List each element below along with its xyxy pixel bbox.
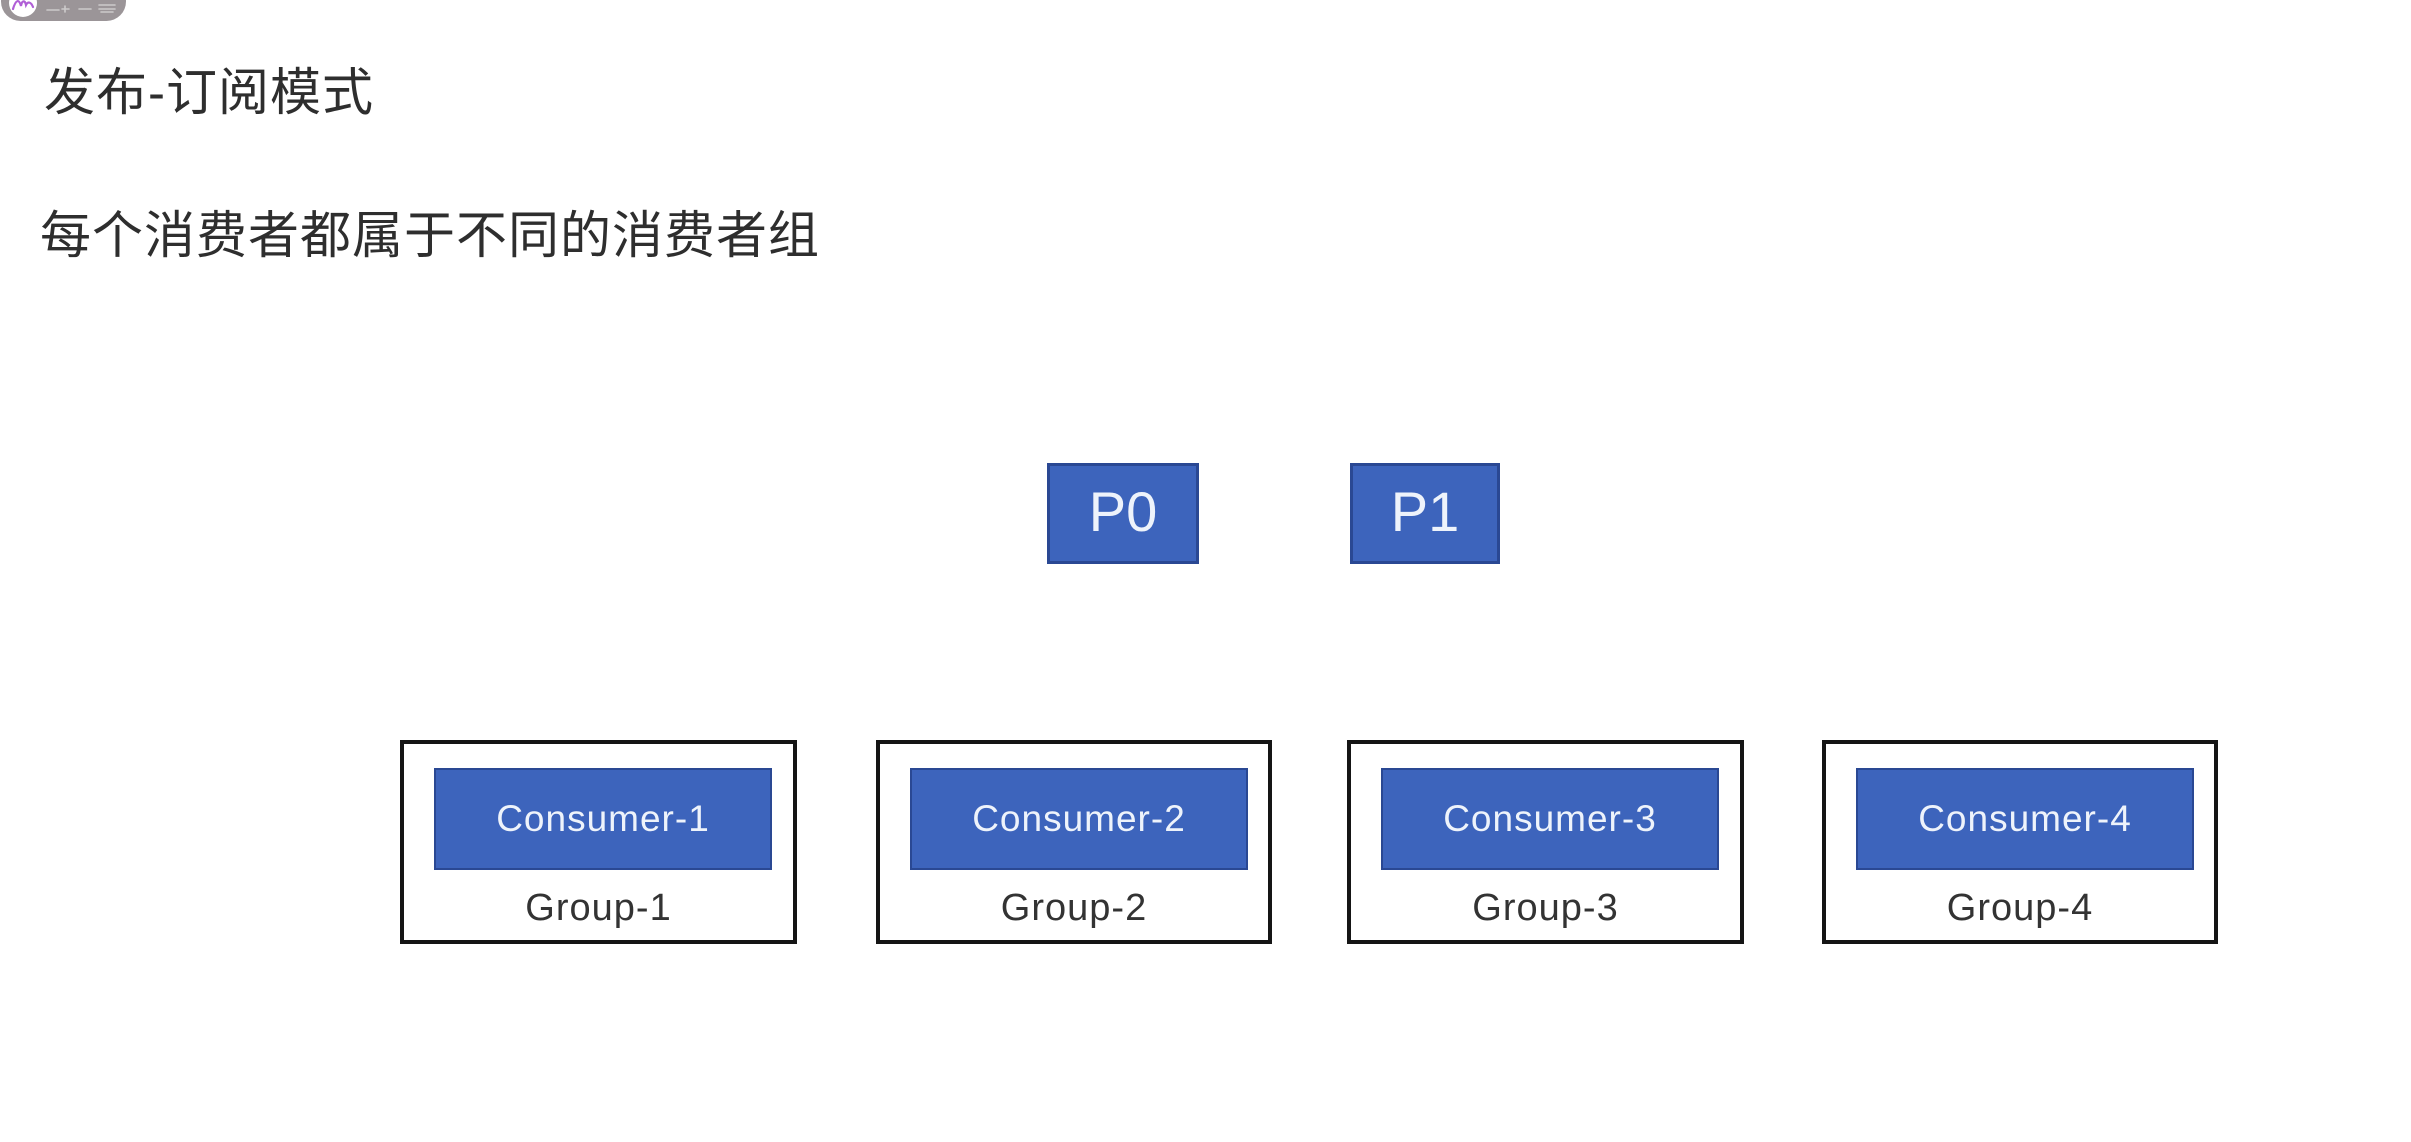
consumer-label: Consumer-1 [496,797,710,839]
consumer-group-box-1: Consumer-1 Group-1 [400,740,797,944]
slide-subtitle: 每个消费者都属于不同的消费者组 [40,207,821,264]
consumer-group-box-2: Consumer-2 Group-2 [876,740,1272,944]
partition-box-p0: P0 [1047,463,1199,564]
slide-title: 发布-订阅模式 [44,64,374,121]
consumer-box-2: Consumer-2 [910,768,1248,870]
group-label: Group-3 [1472,887,1619,929]
group-label: Group-4 [1946,887,2094,929]
logo-icon [11,0,35,11]
consumer-label: Consumer-3 [1443,797,1657,839]
consumer-group-box-4: Consumer-4 Group-4 [1822,740,2218,944]
group-label: Group-1 [525,887,672,929]
group-label: Group-2 [1000,887,1148,929]
consumer-box-1: Consumer-1 [434,768,772,870]
consumer-label: Consumer-4 [1918,797,2132,839]
watermark-text-marks [46,4,116,13]
partition-label: P1 [1390,479,1460,543]
partition-label: P0 [1088,479,1158,543]
consumer-label: Consumer-2 [972,797,1186,839]
partition-box-p1: P1 [1350,463,1500,564]
consumer-box-4: Consumer-4 [1856,768,2194,870]
watermark-avatar [9,0,37,17]
watermark-badge [1,0,126,21]
consumer-box-3: Consumer-3 [1381,768,1719,870]
consumer-group-box-3: Consumer-3 Group-3 [1347,740,1744,944]
